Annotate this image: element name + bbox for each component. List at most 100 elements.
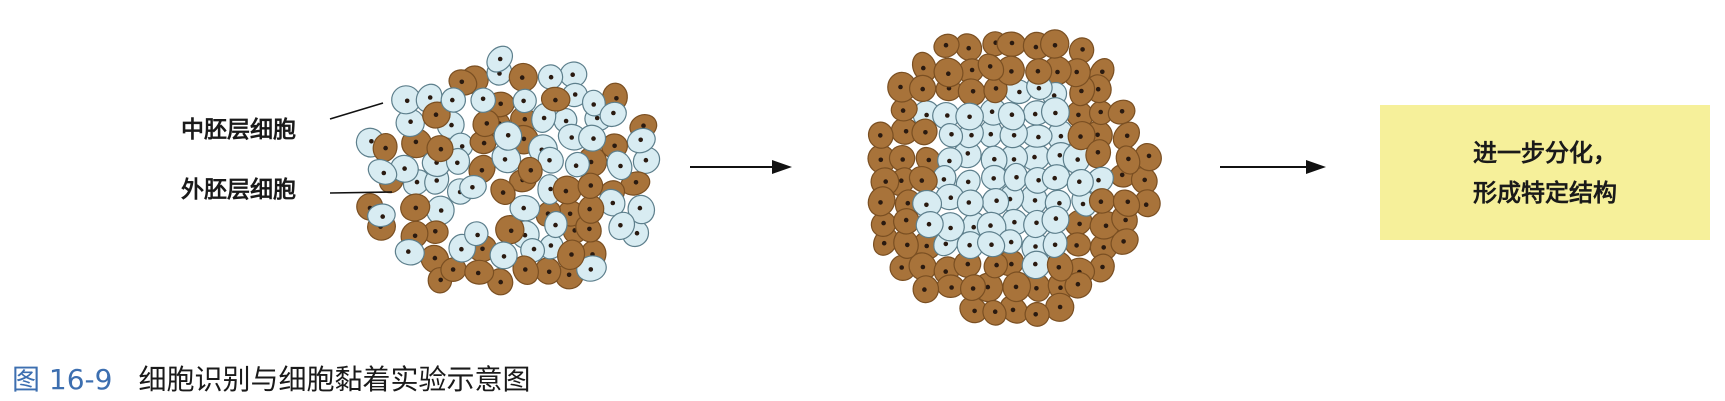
cell-nucleus [587, 226, 592, 232]
cell-nucleus [943, 241, 949, 247]
mesoderm-cell-label: 中胚层细胞 [181, 116, 296, 143]
cell-nucleus [1143, 202, 1149, 207]
ectoderm-cell [1089, 233, 1118, 262]
ectoderm-cell [508, 62, 538, 92]
cell-nucleus [1034, 220, 1039, 226]
mesoderm-cell [1021, 250, 1051, 280]
cell-nucleus [1119, 172, 1125, 178]
cell-nucleus [591, 136, 596, 141]
cell-nucleus [898, 84, 903, 90]
cell-nucleus [618, 163, 623, 169]
ectoderm-cell [977, 53, 1005, 81]
cell-nucleus [569, 252, 574, 257]
ectoderm-cell [888, 145, 916, 172]
cell-nucleus [946, 71, 951, 76]
cell-nucleus [413, 139, 419, 145]
mesoderm-cell [1066, 168, 1094, 197]
cell-nucleus [614, 96, 619, 101]
cell-nucleus [1033, 244, 1038, 249]
cell-nucleus [878, 133, 883, 138]
cell-nucleus [948, 195, 954, 200]
ectoderm-cell [867, 121, 894, 149]
cell-nucleus [1009, 112, 1015, 117]
cell-nucleus [502, 157, 508, 162]
cell-nucleus [1095, 150, 1101, 155]
cell-nucleus [965, 151, 971, 156]
cell-nucleus [970, 89, 976, 94]
cell-nucleus [480, 246, 485, 252]
cell-nucleus [1146, 153, 1152, 159]
ectoderm-cell [512, 255, 539, 286]
ectoderm-cell [1046, 251, 1074, 282]
cell-nucleus [994, 198, 999, 203]
cell-nucleus [1053, 110, 1058, 116]
cell-nucleus [905, 242, 910, 248]
sorted-cell-sphere [867, 29, 1162, 327]
cell-nucleus [1057, 153, 1063, 158]
cell-nucleus [1035, 68, 1041, 74]
cell-nucleus [949, 285, 954, 290]
ectoderm-cell [912, 275, 940, 304]
cell-nucleus [1013, 284, 1019, 290]
mesoderm-cell [440, 87, 466, 113]
cell-nucleus [1011, 157, 1017, 162]
ectoderm-cell [983, 252, 1009, 279]
cell-nucleus [991, 176, 996, 181]
ectoderm-cell [933, 33, 960, 58]
cell-nucleus [459, 144, 465, 149]
cell-nucleus [1014, 175, 1019, 180]
cell-nucleus [1056, 265, 1062, 270]
ectoderm-cell [893, 229, 919, 259]
cell-nucleus [433, 112, 439, 117]
ectoderm-cell [422, 101, 451, 129]
cell-nucleus [1103, 223, 1109, 229]
cell-nucleus [475, 270, 481, 276]
cell-nucleus [553, 222, 558, 228]
ectoderm-cell [1115, 145, 1141, 175]
cell-nucleus [643, 157, 649, 163]
cell-nucleus [1119, 109, 1125, 114]
ectoderm-cell [954, 33, 983, 62]
ectoderm-cell [1085, 139, 1112, 169]
cell-nucleus [1098, 109, 1103, 115]
cell-nucleus [449, 122, 454, 128]
cell-nucleus [992, 156, 997, 162]
cell-nucleus [1123, 217, 1128, 223]
cell-nucleus [569, 135, 574, 140]
ectoderm-cell [933, 57, 964, 88]
cell-nucleus [563, 118, 569, 124]
cell-nucleus [1009, 40, 1015, 46]
cell-nucleus [966, 45, 971, 51]
result-line-1: 进一步分化， [1473, 137, 1617, 167]
cell-nucleus [414, 179, 420, 185]
ectoderm-cell [893, 208, 920, 235]
ectoderm-cell [426, 135, 454, 163]
mesoderm-cell [464, 221, 489, 247]
ectoderm-cell-label: 外胚层细胞 [181, 176, 296, 203]
cell-nucleus [1080, 47, 1085, 52]
caption-text: 细胞识别与细胞黏着实验示意图 [138, 363, 531, 396]
mesoderm-cell [915, 211, 944, 239]
ectoderm-cell [400, 193, 431, 222]
cell-nucleus [903, 217, 909, 223]
mesoderm-cell [395, 108, 425, 138]
cell-nucleus [1009, 261, 1014, 267]
cell-nucleus [970, 286, 976, 291]
cell-nucleus [450, 267, 456, 272]
cell-nucleus [432, 255, 438, 261]
cell-nucleus [967, 242, 972, 248]
cell-nucleus [943, 42, 949, 48]
result-line-2: 形成特定结构 [1473, 177, 1617, 207]
cell-nucleus [1121, 239, 1126, 244]
cell-nucleus [900, 157, 905, 162]
cell-nucleus [924, 202, 929, 208]
mesoderm-cell [367, 158, 398, 185]
mesoderm-cell [608, 211, 636, 241]
ectoderm-cell [908, 74, 937, 103]
cell-nucleus [637, 205, 643, 211]
cell-nucleus [412, 233, 418, 239]
cell-nucleus [455, 160, 460, 166]
cell-nucleus [1034, 286, 1039, 291]
ectoderm-cell [1112, 121, 1141, 150]
cell-nucleus [1051, 93, 1057, 98]
